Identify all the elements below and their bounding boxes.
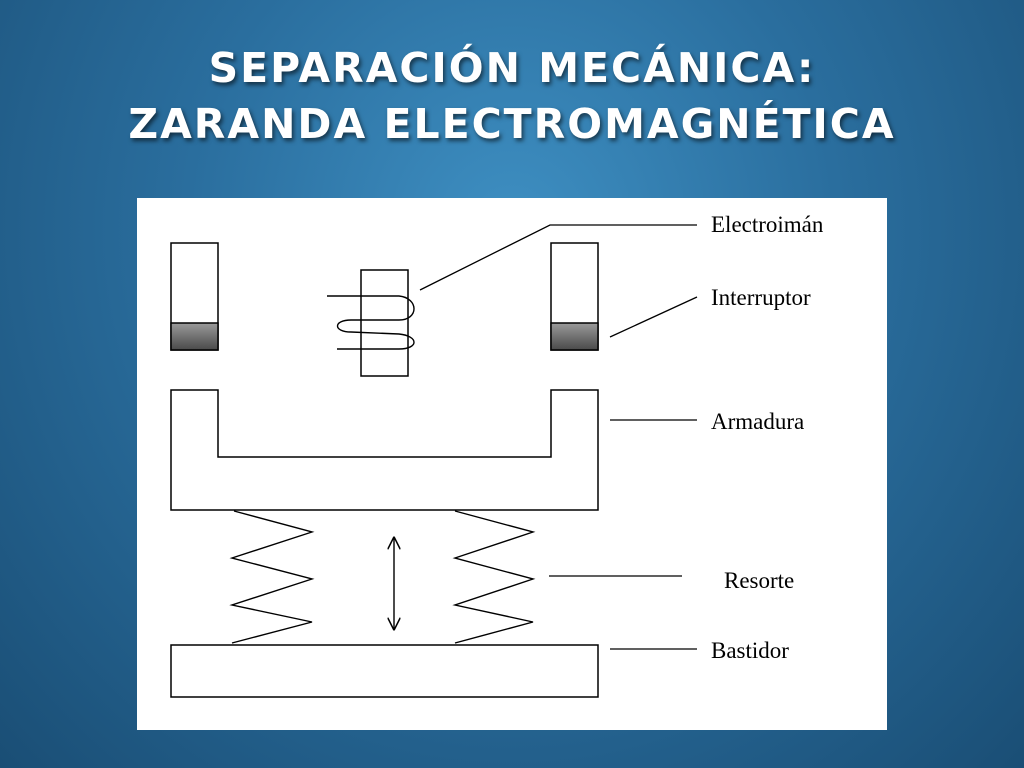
- label-resorte: Resorte: [724, 568, 794, 593]
- label-bastidor: Bastidor: [711, 638, 789, 663]
- leader-electroiman: [419, 224, 697, 291]
- diagram-panel: Electroimán Interruptor Armadura Resorte…: [137, 198, 887, 730]
- bastidor: [170, 644, 599, 698]
- leader-interruptor: [609, 296, 698, 338]
- interruptor-right: [550, 242, 599, 351]
- zaranda-diagram: Electroimán Interruptor Armadura Resorte…: [170, 212, 824, 698]
- label-interruptor: Interruptor: [711, 285, 811, 310]
- resorte-right: [452, 510, 536, 644]
- title-line-1: SEPARACIÓN MECÁNICA:: [208, 44, 816, 92]
- electroiman: [327, 269, 415, 377]
- slide-title: SEPARACIÓN MECÁNICA: ZARANDA ELECTROMAGN…: [0, 40, 1024, 152]
- interruptor-left: [170, 242, 219, 351]
- resorte-left: [229, 510, 315, 644]
- armadura: [170, 389, 599, 511]
- label-armadura: Armadura: [711, 409, 804, 434]
- title-line-2: ZARANDA ELECTROMAGNÉTICA: [128, 100, 896, 148]
- label-electroiman: Electroimán: [711, 212, 824, 237]
